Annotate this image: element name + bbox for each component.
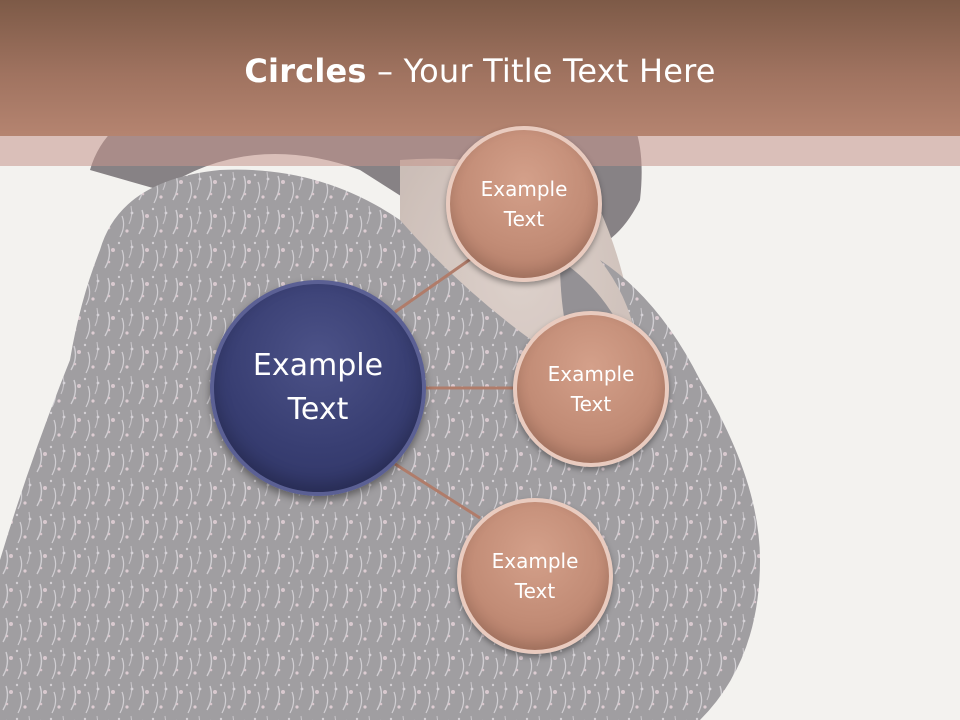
satellite-label-bottom: Example Text — [491, 549, 579, 603]
connector-top — [394, 256, 473, 314]
title-rest: – Your Title Text Here — [366, 52, 716, 90]
connector-bottom — [394, 462, 481, 520]
slide-title[interactable]: Circles – Your Title Text Here — [0, 52, 960, 90]
satellite-label-top: Example Text — [480, 177, 568, 231]
satellite-circle-top[interactable]: Example Text — [446, 126, 602, 282]
satellite-circle-middle[interactable]: Example Text — [513, 311, 669, 467]
header-band — [0, 0, 960, 136]
satellite-label-middle: Example Text — [547, 362, 635, 416]
hub-circle[interactable]: Example Text — [210, 280, 426, 496]
hub-circle-label: Example Text — [252, 348, 384, 427]
title-bold: Circles — [244, 52, 367, 90]
satellite-circle-bottom[interactable]: Example Text — [457, 498, 613, 654]
